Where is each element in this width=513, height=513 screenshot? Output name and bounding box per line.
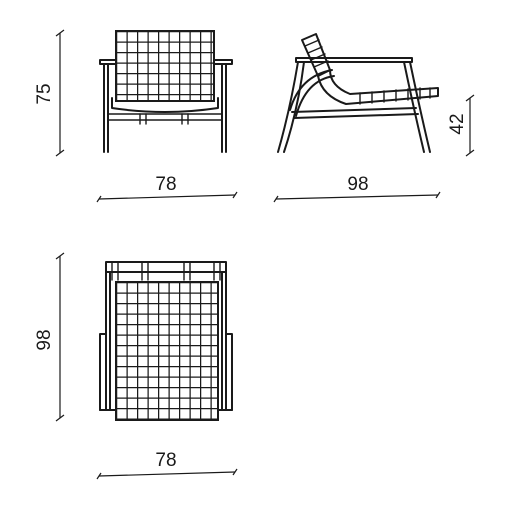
- top-depth-dimension-line: [55, 252, 65, 422]
- top-seat-weave: [115, 281, 219, 421]
- side-backrest-straps: [301, 33, 331, 77]
- top-back-rail-posts: [111, 261, 221, 281]
- side-depth-label: 98: [347, 174, 368, 195]
- front-seat-cushion: [111, 97, 219, 113]
- side-seat-strap-lines: [359, 87, 431, 105]
- side-frame-curve: [289, 69, 335, 117]
- side-backrest-strap-lines: [304, 39, 329, 68]
- front-width-label: 78: [155, 174, 176, 195]
- front-view: 75 78: [34, 29, 238, 203]
- top-back-rail: [105, 261, 227, 273]
- side-back-leg: [403, 61, 431, 153]
- side-view: 42 98: [273, 33, 475, 203]
- top-depth-label: 98: [34, 329, 55, 350]
- front-backrest-weave: [115, 30, 215, 102]
- front-width-dimension-line: [96, 191, 238, 203]
- top-view: 98 78: [34, 252, 238, 480]
- front-right-leg: [221, 63, 227, 153]
- side-armrest-top: [295, 57, 413, 63]
- top-width-dimension-line: [96, 468, 238, 480]
- top-right-arm: [221, 271, 233, 411]
- top-width-label: 78: [155, 450, 176, 471]
- side-seat-height-label: 42: [447, 113, 468, 134]
- side-depth-dimension-line: [273, 191, 441, 203]
- front-height-label: 75: [34, 83, 55, 104]
- top-left-arm: [99, 271, 111, 411]
- front-left-leg: [103, 63, 109, 153]
- side-lower-rail: [291, 107, 419, 119]
- front-lower-rail: [107, 113, 223, 121]
- front-lower-rail-posts: [139, 113, 189, 125]
- side-front-leg: [277, 61, 305, 153]
- front-height-dimension-line: [55, 29, 65, 157]
- side-seat-straps: [317, 69, 439, 105]
- front-right-armrest: [213, 59, 233, 65]
- side-seat-height-dimension-line: [465, 94, 475, 157]
